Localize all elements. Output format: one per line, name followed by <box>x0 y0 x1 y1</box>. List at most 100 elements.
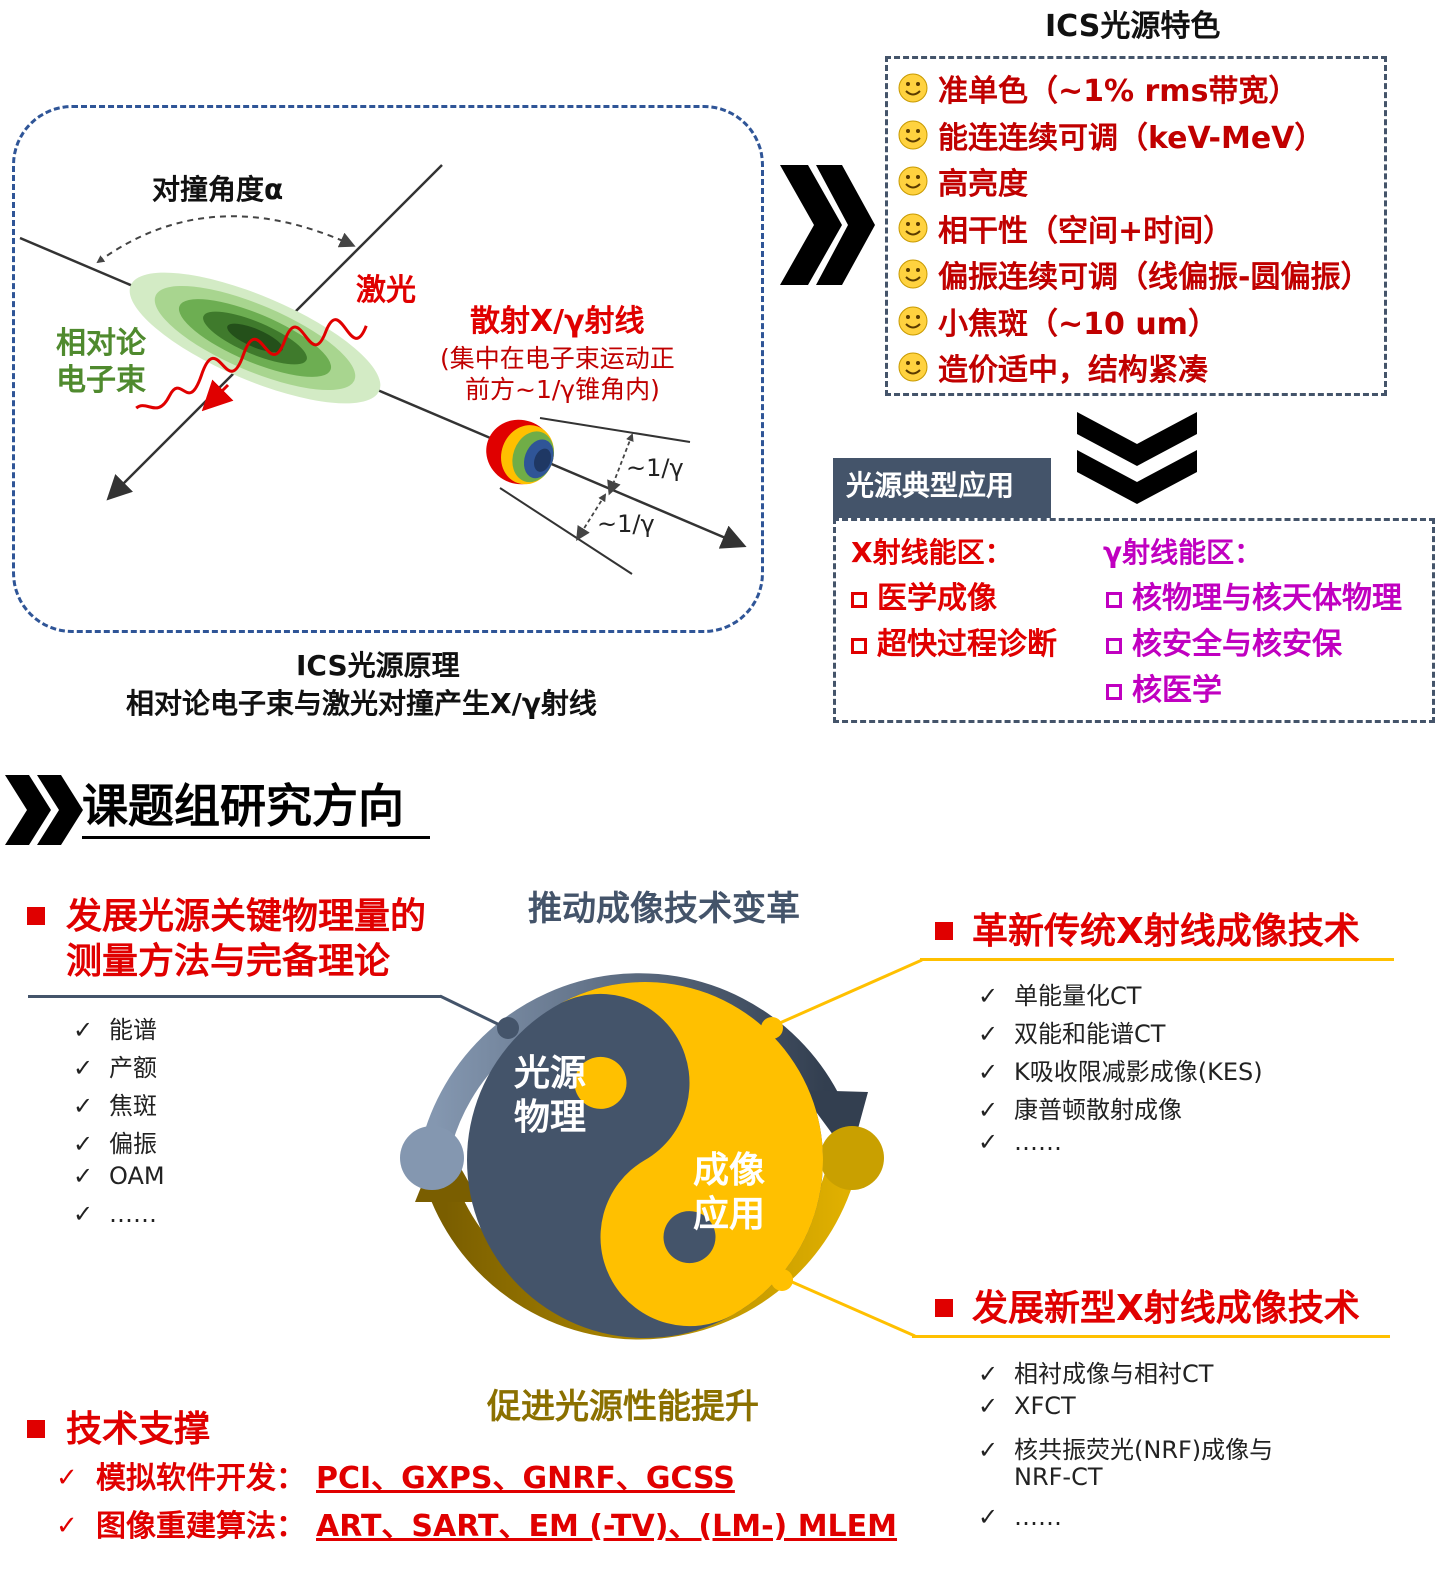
features-box <box>885 56 1387 396</box>
application-item: 超快过程诊断 <box>851 627 1057 663</box>
check-item-label: …… <box>1014 1128 1062 1156</box>
check-item-label: 产额 <box>109 1054 157 1082</box>
checkbox-icon <box>851 591 867 608</box>
check-item: ✓ K吸收限减影成像(KES) <box>978 1052 1263 1087</box>
feature-item-label: 相干性（空间+时间） <box>938 213 1234 249</box>
check-item-label: K吸收限减影成像(KES) <box>1014 1058 1263 1086</box>
support-alg-value: ART、SART、EM (-TV)、(LM-) MLEM <box>316 1509 898 1544</box>
right-bottom-heading-bullet <box>935 1299 953 1317</box>
right-top-connector-line <box>920 958 1394 961</box>
smiley-icon <box>898 166 938 196</box>
principle-diagram <box>19 164 747 575</box>
check-icon: ✓ <box>73 1054 94 1082</box>
check-item-label: 核共振荧光(NRF)成像与 <box>1014 1436 1274 1464</box>
feature-item-label: 小焦斑（~10 um） <box>938 306 1218 342</box>
right-bottom-connector-line <box>912 1335 1390 1338</box>
right-cycle-node <box>820 1126 884 1190</box>
check-item-label: 能谱 <box>109 1016 157 1044</box>
check-item-label: XFCT <box>1014 1392 1076 1420</box>
check-item-label: 双能和能谱CT <box>1014 1020 1166 1048</box>
checkbox-icon <box>1106 591 1122 608</box>
check-item-label: 焦斑 <box>109 1092 157 1120</box>
check-icon: ✓ <box>978 1096 999 1124</box>
check-item-label: OAM <box>109 1162 165 1190</box>
check-icon: ✓ <box>73 1016 94 1044</box>
applications-tab <box>833 458 1051 518</box>
right-top-heading-bullet <box>935 922 953 940</box>
feature-item-label: 造价适中，结构紧凑 <box>938 353 1208 388</box>
check-icon: ✓ <box>73 1200 94 1228</box>
check-icon: ✓ <box>73 1162 94 1190</box>
double-chevron-down-icon <box>1077 412 1197 504</box>
check-item: ✓偏振 <box>73 1124 157 1159</box>
yang-label-2: 应用 <box>693 1194 766 1235</box>
check-item-label: 偏振 <box>109 1130 157 1158</box>
yin-yang-symbol <box>467 982 823 1338</box>
support-sim-check: ✓ <box>56 1463 78 1493</box>
gamma-header: γ射线能区： <box>1103 536 1263 569</box>
electron-beam-label-1: 相对论 <box>56 326 146 361</box>
smiley-icon <box>898 352 938 382</box>
check-icon: ✓ <box>978 1058 999 1086</box>
scatter-note-1: (集中在电子束运动正 <box>440 344 675 373</box>
collision-angle-label: 对撞角度α <box>152 173 284 206</box>
check-icon: ✓ <box>978 1360 999 1388</box>
check-item: NRF-CT <box>978 1463 1103 1491</box>
research-title-underline <box>82 836 430 839</box>
smiley-icon <box>898 73 938 103</box>
support-sim-value: PCI、GXPS、GNRF、GCSS <box>316 1461 735 1496</box>
check-item: ✓ 康普顿散射成像 <box>978 1090 1182 1125</box>
check-item-label: 单能量化CT <box>1014 982 1142 1010</box>
feature-item: 能连连续可调（keV-MeV） <box>898 113 1324 157</box>
checkbox-icon <box>1106 683 1122 700</box>
feature-item: 准单色（~1% rms带宽） <box>898 66 1298 110</box>
right-bottom-connector-diag <box>782 1276 916 1338</box>
check-item: ✓ 双能和能谱CT <box>978 1014 1165 1049</box>
right-top-connector-diag <box>772 958 923 1028</box>
application-item: 核物理与核天体物理 <box>1106 581 1402 617</box>
application-item-label: 核物理与核天体物理 <box>1132 581 1402 616</box>
applications-tab-label: 光源典型应用 <box>846 469 1015 502</box>
checkbox-icon <box>1106 637 1122 654</box>
check-item: ✓…… <box>73 1200 157 1228</box>
feature-item: 高亮度 <box>898 159 1028 203</box>
feature-item: 小焦斑（~10 um） <box>898 299 1218 343</box>
yin-yang-cycle <box>400 973 884 1340</box>
left-heading-2: 测量方法与完备理论 <box>66 941 391 982</box>
checkbox-icon <box>851 637 867 654</box>
check-item: ✓…… <box>978 1503 1062 1531</box>
check-item-label: 康普顿散射成像 <box>1014 1096 1182 1124</box>
yin-label-1: 光源 <box>514 1053 587 1094</box>
smiley-icon <box>898 259 938 289</box>
left-heading-1: 发展光源关键物理量的 <box>66 896 427 937</box>
check-icon: ✓ <box>978 982 999 1010</box>
check-icon: ✓ <box>978 1020 999 1048</box>
principle-caption-2: 相对论电子束与激光对撞产生X/γ射线 <box>126 687 597 720</box>
support-heading-bullet <box>27 1420 45 1438</box>
check-item: ✓…… <box>978 1128 1062 1156</box>
right-bottom-heading: 发展新型X射线成像技术 <box>972 1288 1360 1329</box>
application-item: 医学成像 <box>851 581 997 617</box>
left-cycle-node <box>400 1126 464 1190</box>
check-item: ✓ 产额 <box>73 1048 157 1083</box>
support-sim-label: 模拟软件开发： <box>96 1461 306 1496</box>
bottom-arc-label: 促进光源性能提升 <box>487 1387 759 1427</box>
check-item: ✓焦斑 <box>73 1086 157 1121</box>
principle-caption-1: ICS光源原理 <box>296 649 460 682</box>
check-item: ✓ 能谱 <box>73 1010 157 1045</box>
xray-header: X射线能区： <box>851 536 1013 569</box>
application-item-label: 核安全与核安保 <box>1132 627 1342 662</box>
section-chevron-icon <box>5 775 83 845</box>
smiley-icon <box>898 306 938 336</box>
application-item-label: 医学成像 <box>877 581 997 616</box>
yang-label-1: 成像 <box>693 1150 766 1191</box>
yin-label-2: 物理 <box>514 1097 587 1138</box>
left-heading-bullet <box>27 907 45 925</box>
application-item-label: 核医学 <box>1132 673 1222 708</box>
laser-label: 激光 <box>356 273 416 308</box>
support-alg-check: ✓ <box>56 1511 78 1541</box>
check-item-label: 相衬成像与相衬CT <box>1014 1360 1214 1388</box>
support-alg-label: 图像重建算法： <box>96 1509 306 1544</box>
right-top-heading: 革新传统X射线成像技术 <box>972 911 1360 952</box>
left-connector-diag <box>439 994 509 1031</box>
